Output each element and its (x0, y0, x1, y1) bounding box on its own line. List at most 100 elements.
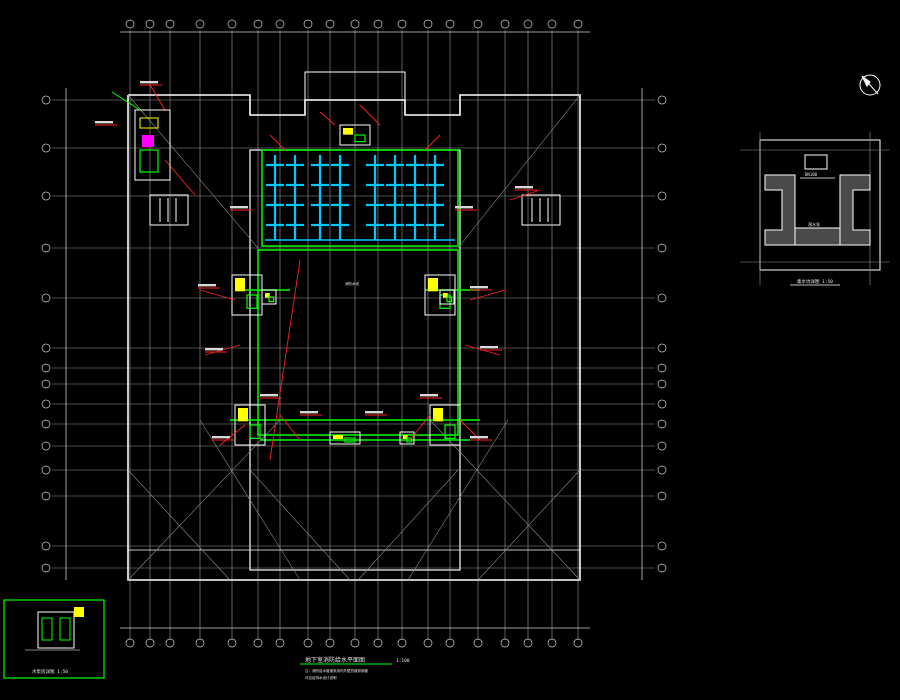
axis-bubble-top (423, 19, 433, 29)
annotation-text-mark (470, 286, 488, 289)
diagonal-line (127, 469, 231, 581)
axis-bubble-top (275, 19, 285, 29)
equipment-valve (268, 296, 275, 303)
leader-line (424, 134, 441, 151)
inset-title: 水泵房详图 1:50 (32, 668, 68, 675)
equipment-valve (344, 437, 356, 443)
axis-bubble-left (41, 293, 51, 303)
diagonal-line (127, 419, 281, 581)
axis-bubble-right (657, 541, 667, 551)
equipment-valve (354, 134, 366, 143)
axis-bubble-left (41, 419, 51, 429)
axis-bubble-left (41, 563, 51, 573)
axis-bubble-left (41, 379, 51, 389)
annotation-text-mark (198, 284, 216, 287)
equipment-frame (339, 124, 371, 146)
equipment-valve (446, 296, 453, 303)
axis-bubble-left (41, 399, 51, 409)
annotation-text-mark (300, 411, 318, 414)
equipment-pump (428, 278, 438, 292)
axis-bubble-left (41, 441, 51, 451)
axis-bubble-right (657, 95, 667, 105)
annotation-leaders (149, 84, 541, 461)
axis-bubble-bottom (303, 638, 313, 648)
stair-right (521, 194, 561, 226)
axis-bubble-top (523, 19, 533, 29)
axis-bubble-right (657, 399, 667, 409)
axis-bubble-top (473, 19, 483, 29)
axis-bubble-right (657, 191, 667, 201)
center-label: 消防水池 (345, 281, 359, 286)
axis-bubble-bottom (573, 638, 583, 648)
diagonal-line (127, 94, 259, 249)
inset-detail: 水泵房详图 1:50 (3, 599, 105, 679)
drawing-title: 地下室消防给水平面图 (305, 656, 365, 664)
diagonal-line (249, 469, 351, 581)
sump-detail-view: DN100 潜水泵 集水坑详图 1:50 (740, 132, 890, 286)
drawing-scale: 1:100 (396, 658, 410, 664)
axis-bubble-bottom (253, 638, 263, 648)
equipment-pump (265, 293, 270, 298)
axis-bubble-bottom (227, 638, 237, 648)
axis-bubble-bottom (195, 638, 205, 648)
axis-bubble-top (165, 19, 175, 29)
equipment-frame (329, 431, 361, 445)
axis-bubble-top (253, 19, 263, 29)
leader-line (509, 189, 541, 201)
leader-line (359, 104, 381, 126)
axis-bubble-left (41, 541, 51, 551)
equipment-frame (234, 404, 266, 446)
drawing-note-1: 注：消防给水管道采用内外壁热镀锌钢管 (305, 668, 368, 673)
axis-bubble-top (195, 19, 205, 29)
axis-bubble-top (445, 19, 455, 29)
pump-room-detail (111, 91, 171, 181)
annotation-text-mark (205, 348, 223, 351)
axis-bubble-left (41, 191, 51, 201)
leader-line (199, 289, 236, 301)
leader-line (409, 414, 431, 441)
diagonal-line (199, 419, 301, 581)
axis-bubble-top (500, 19, 510, 29)
annotation-text-mark (455, 206, 473, 209)
structural-diagonals (127, 94, 581, 581)
leader-line (469, 289, 506, 301)
axis-bubble-top (573, 19, 583, 29)
equipment-valve (406, 437, 413, 443)
diagonal-line (357, 469, 459, 581)
equipment-pump (343, 128, 353, 135)
diagonal-line (429, 419, 581, 581)
annotation-text-mark (230, 206, 248, 209)
axis-bubble-bottom (500, 638, 510, 648)
axis-bubble-left (41, 95, 51, 105)
annotation-text-mark (365, 411, 383, 414)
equipment-frame (261, 289, 277, 305)
axis-bubble-right (657, 293, 667, 303)
axis-bubble-bottom (445, 638, 455, 648)
axis-bubble-bottom (125, 638, 135, 648)
leader-line (219, 424, 246, 446)
equipment-pump (235, 278, 245, 292)
axis-bubble-right (657, 491, 667, 501)
axis-bubble-bottom (325, 638, 335, 648)
north-arrow-icon (859, 74, 881, 96)
axis-bubble-left (41, 143, 51, 153)
axis-bubble-top (373, 19, 383, 29)
axis-bubble-bottom (145, 638, 155, 648)
annotation-text-mark (515, 186, 533, 189)
equipment-valve (249, 424, 261, 439)
equipment-frame (439, 289, 455, 305)
leader-line (269, 134, 286, 151)
axis-bubbles (41, 19, 667, 648)
axis-bubble-right (657, 379, 667, 389)
axis-bubble-bottom (373, 638, 383, 648)
detail-title: 集水坑详图 1:50 (797, 278, 833, 285)
equipment-pump (443, 293, 448, 298)
axis-bubble-top (325, 19, 335, 29)
equipment-pump (433, 408, 443, 422)
axis-bubble-bottom (350, 638, 360, 648)
title-block: 地下室消防给水平面图 1:100 注：消防给水管道采用内外壁热镀锌钢管 详见给排… (300, 656, 410, 680)
axis-bubble-bottom (165, 638, 175, 648)
annotation-text-mark (140, 81, 158, 84)
equipment-frame (399, 431, 415, 445)
